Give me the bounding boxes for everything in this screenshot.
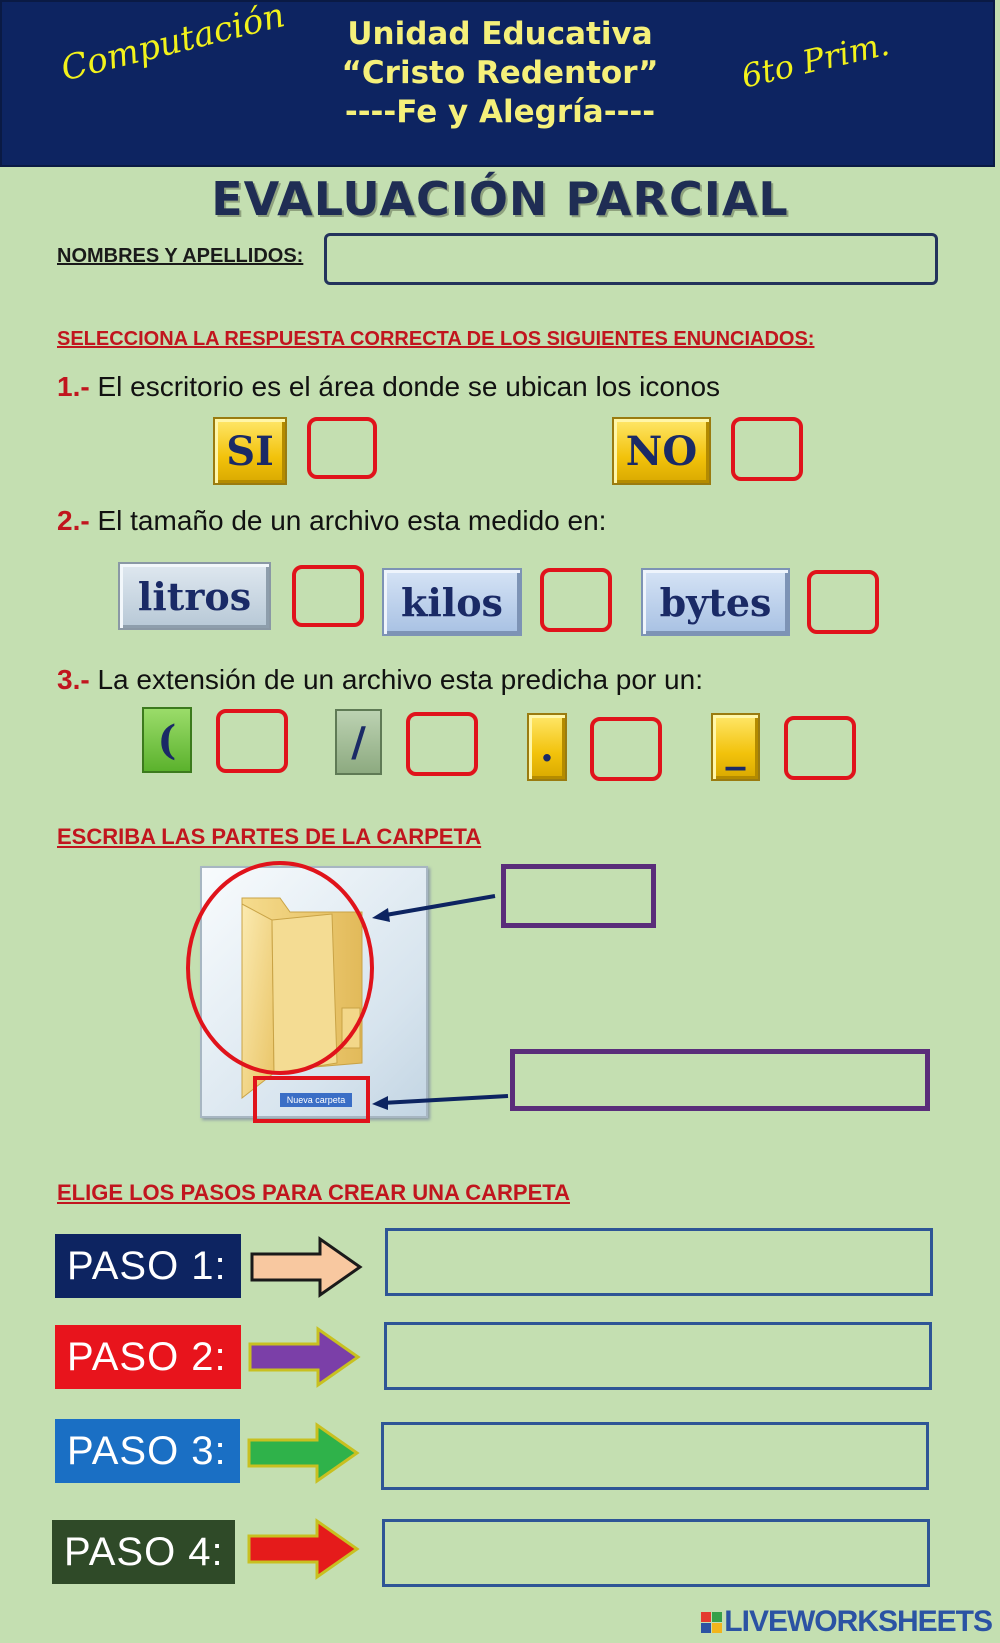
- question-1-text: El escritorio es el área donde se ubican…: [89, 371, 721, 402]
- pointer-arrows: [372, 894, 509, 1110]
- folder-body-highlight: [186, 861, 374, 1075]
- option-dot[interactable]: .: [527, 713, 567, 781]
- page-title: EVALUACIÓN PARCIAL: [211, 172, 789, 226]
- option-bytes[interactable]: bytes: [641, 568, 790, 636]
- question-1-number: 1.-: [57, 371, 90, 402]
- answer-box-dot[interactable]: [590, 717, 662, 781]
- option-no[interactable]: NO: [612, 417, 711, 485]
- folder-name-highlight: [253, 1076, 370, 1123]
- option-underscore[interactable]: _: [711, 713, 760, 781]
- section-steps-title: ELIGE LOS PASOS PARA CREAR UNA CARPETA: [57, 1180, 570, 1205]
- step-1-arrow-icon: [250, 1236, 363, 1298]
- answer-box-si[interactable]: [307, 417, 377, 479]
- step-2-answer-box[interactable]: [384, 1322, 932, 1390]
- arrow-line-1: [379, 894, 496, 918]
- arrow-line-2: [381, 1094, 509, 1105]
- step-4-arrow-icon: [247, 1518, 360, 1580]
- question-3-number: 3.-: [57, 664, 90, 695]
- answer-box-slash[interactable]: [406, 712, 478, 776]
- step-2-arrow-icon: [248, 1326, 361, 1388]
- school-name-line-1: Unidad Educativa: [347, 16, 653, 52]
- school-name-line-2: “Cristo Redentor”: [341, 55, 659, 91]
- answer-box-no[interactable]: [731, 417, 803, 481]
- school-name-line-3: ----Fe y Alegría----: [344, 94, 656, 130]
- step-3-answer-box[interactable]: [381, 1422, 929, 1490]
- name-input[interactable]: [324, 233, 938, 285]
- watermark-text: LIVEWORKSHEETS: [724, 1605, 993, 1638]
- answer-box-bytes[interactable]: [807, 570, 879, 634]
- liveworksheets-watermark: LIVEWORKSHEETS: [701, 1605, 993, 1639]
- folder-annotations: [186, 861, 374, 1123]
- answer-box-kilos[interactable]: [540, 568, 612, 632]
- liveworksheets-logo-icon: [701, 1611, 723, 1633]
- header-banner: [0, 0, 995, 167]
- question-1: 1.- El escritorio es el área donde se ub…: [57, 371, 720, 403]
- answer-box-underscore[interactable]: [784, 716, 856, 780]
- option-kilos[interactable]: kilos: [382, 568, 522, 636]
- option-slash[interactable]: /: [335, 709, 382, 775]
- answer-box-litros[interactable]: [292, 565, 364, 627]
- arrow-head-2: [372, 1096, 388, 1110]
- question-2: 2.- El tamaño de un archivo esta medido …: [57, 505, 606, 537]
- step-3-label: PASO 3:: [55, 1419, 240, 1483]
- folder-part-answer-2[interactable]: [510, 1049, 930, 1111]
- folder-caption: Nueva carpeta: [286, 1095, 346, 1105]
- step-3-arrow-icon: [247, 1422, 360, 1484]
- question-2-number: 2.-: [57, 505, 90, 536]
- step-4-label: PASO 4:: [52, 1520, 235, 1584]
- name-label: NOMBRES Y APELLIDOS:: [57, 245, 304, 267]
- option-paren[interactable]: (: [142, 707, 192, 773]
- step-1-label: PASO 1:: [55, 1234, 241, 1298]
- arrow-head-1: [372, 908, 390, 922]
- section-folder-parts-title: ESCRIBA LAS PARTES DE LA CARPETA: [57, 824, 482, 849]
- step-2-label: PASO 2:: [55, 1325, 241, 1389]
- step-1-answer-box[interactable]: [385, 1228, 933, 1296]
- option-litros[interactable]: litros: [118, 562, 271, 630]
- step-4-answer-box[interactable]: [382, 1519, 930, 1587]
- question-3-text: La extensión de un archivo esta predicha…: [89, 664, 703, 695]
- question-3: 3.- La extensión de un archivo esta pred…: [57, 664, 703, 696]
- answer-box-paren[interactable]: [216, 709, 288, 773]
- section-select-title: SELECCIONA LA RESPUESTA CORRECTA DE LOS …: [57, 328, 815, 350]
- option-si[interactable]: SI: [213, 417, 287, 485]
- folder-part-answer-1[interactable]: [501, 864, 656, 928]
- question-2-text: El tamaño de un archivo esta medido en:: [89, 505, 607, 536]
